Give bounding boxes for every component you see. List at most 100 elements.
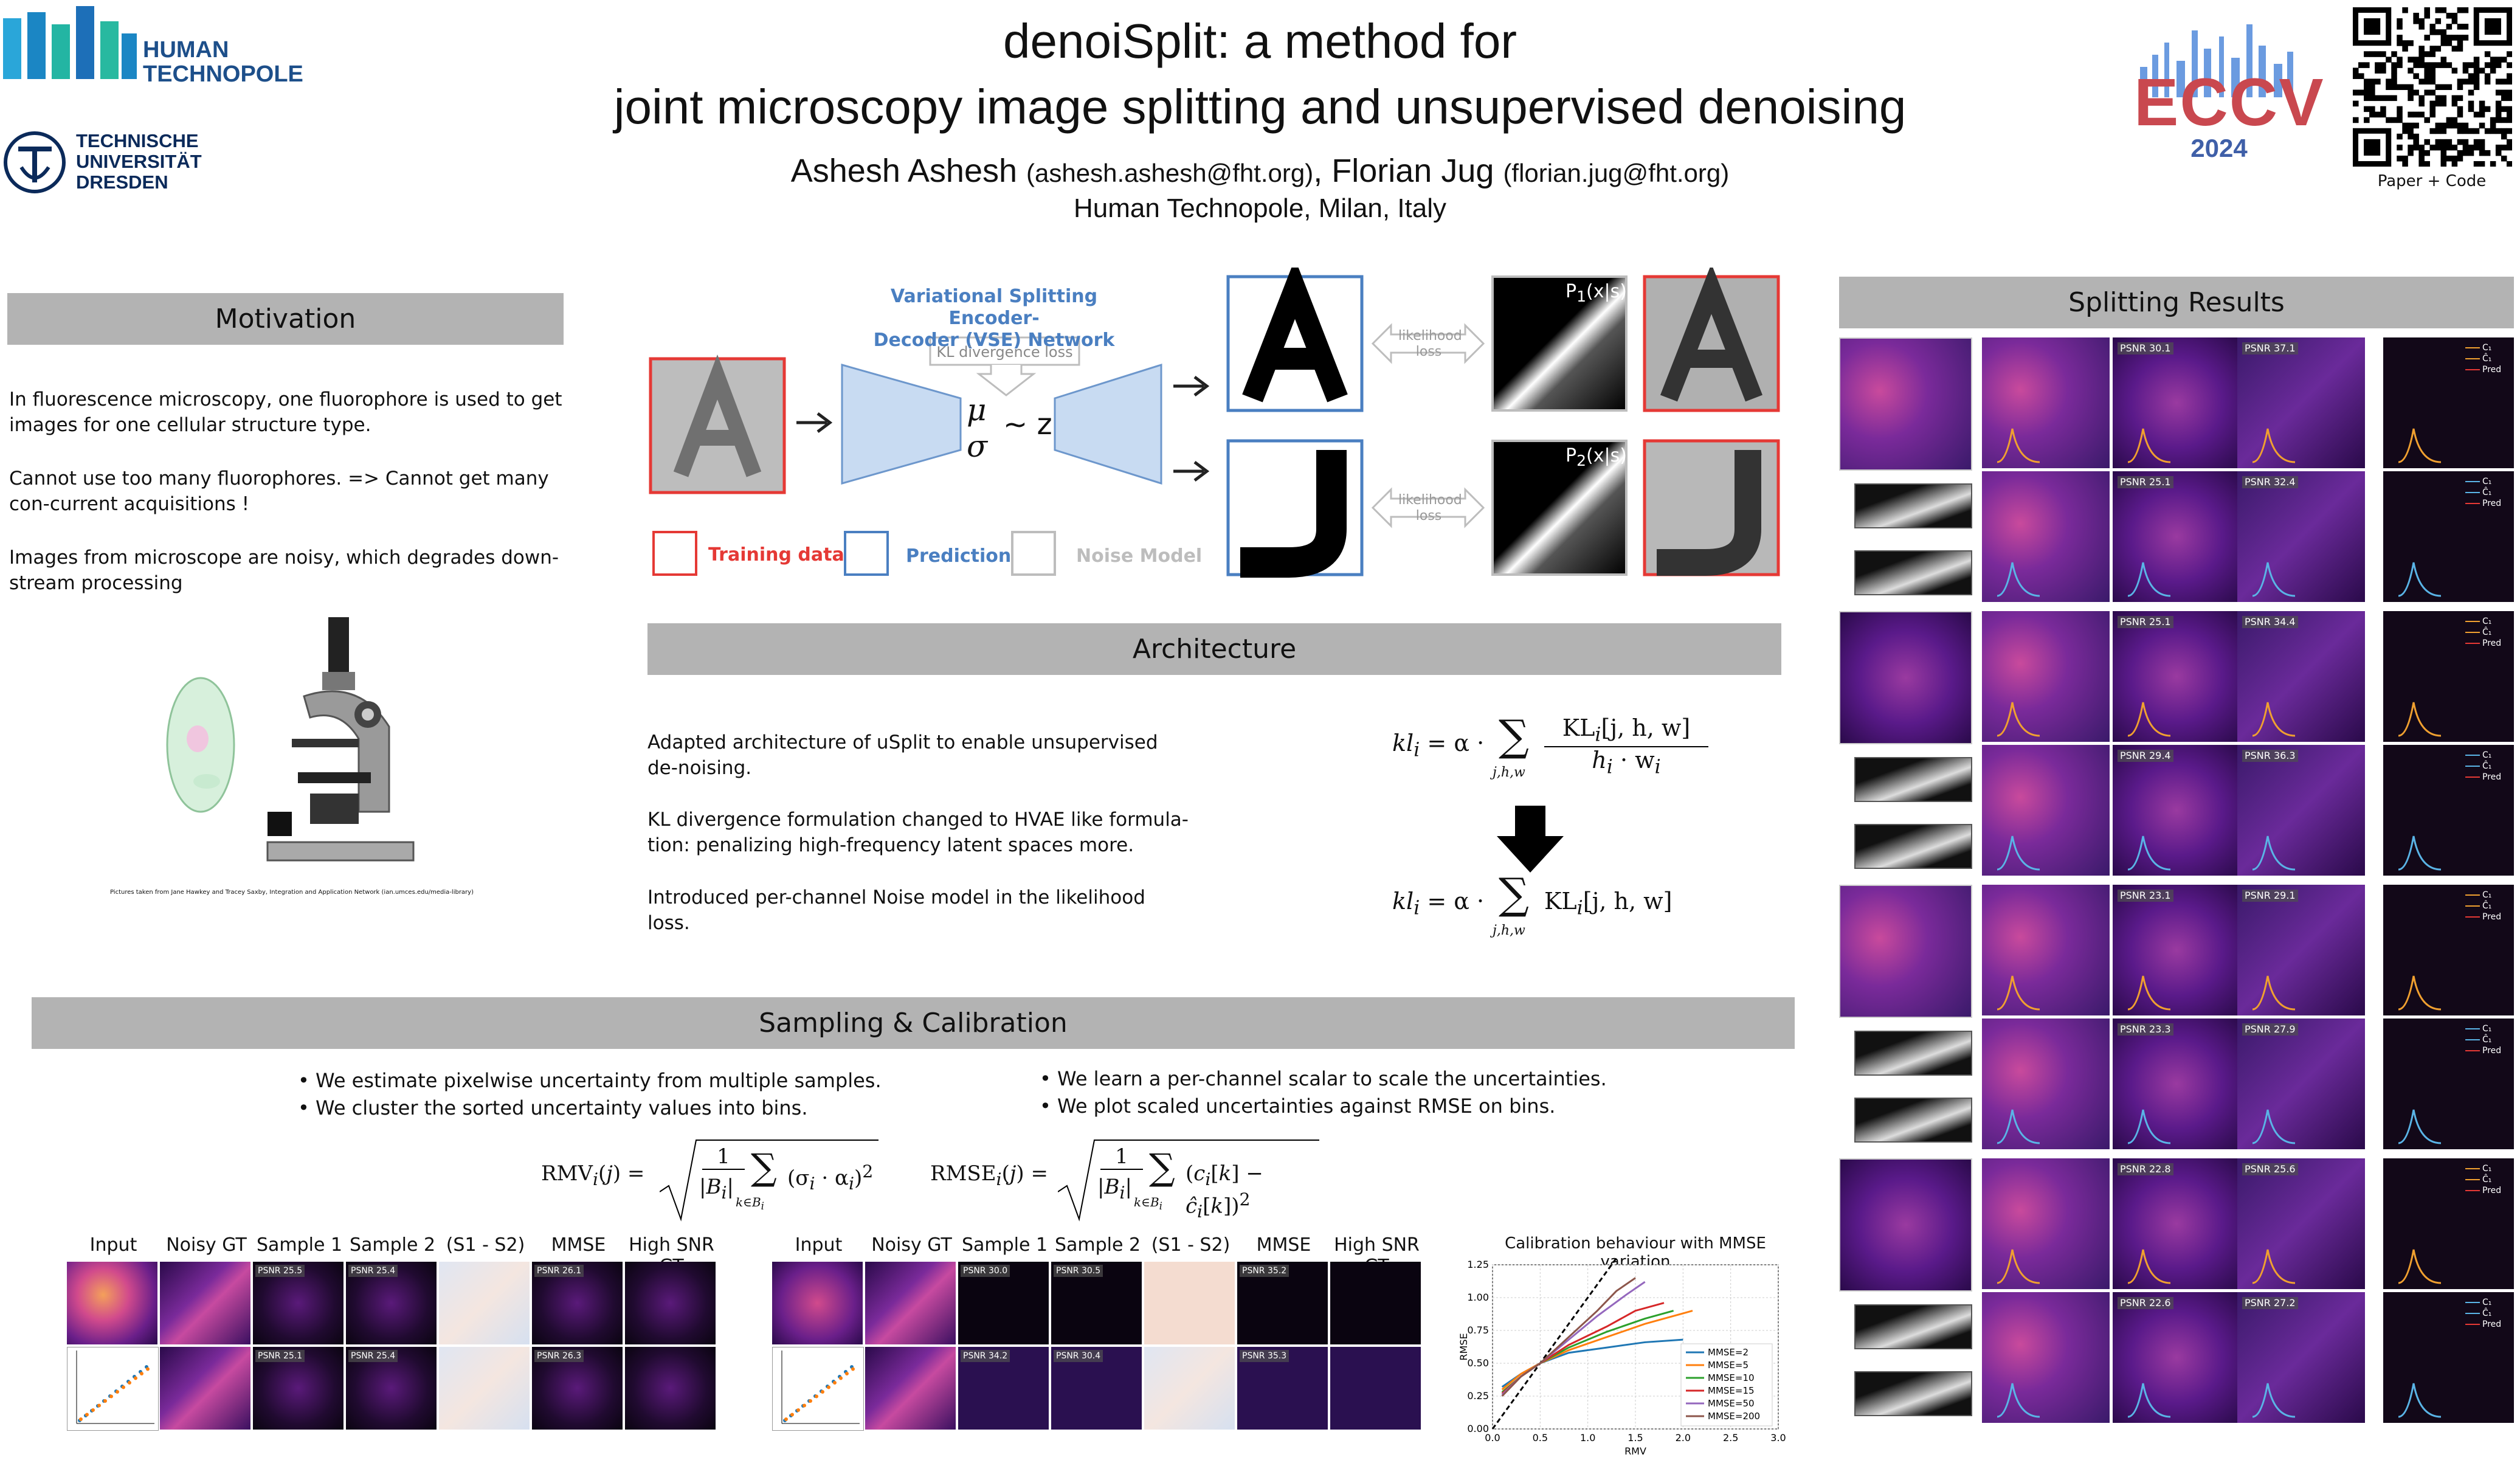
intensity-curve	[2249, 556, 2298, 601]
psnr-badge: PSNR 25.4	[348, 1265, 398, 1277]
histogram-inset	[1854, 550, 1972, 595]
author1-email[interactable]: (ashesh.ashesh@fht.org)	[1026, 159, 1314, 187]
split-result-panel	[2383, 745, 2514, 876]
tu-line3: DRESDEN	[76, 171, 168, 193]
split-result-panel	[2237, 611, 2365, 742]
sample-col-header: Input	[795, 1234, 843, 1256]
p1-label: P1(x|s)	[1566, 281, 1627, 305]
reference-line	[1491, 1257, 1617, 1430]
vse-title: Variational Splitting Encoder- Decoder (…	[863, 286, 1125, 351]
intensity-curve	[2249, 696, 2298, 741]
sampling-bullet-4: • We plot scaled uncertainties against R…	[1040, 1095, 1556, 1118]
split-result-panel	[2237, 337, 2365, 468]
eq1-den: h	[1592, 747, 1607, 773]
poster-title-line1: denoiSplit: a method for	[1003, 14, 1517, 68]
psnr-badge: PSNR 36.3	[2242, 750, 2298, 762]
intensity-curve	[2125, 830, 2173, 875]
split-result-panel	[2383, 611, 2514, 742]
kl-equation-1: kli = α · ∑ j,h,w KLi[j, h, w] hi · wi	[1392, 711, 1708, 790]
intensity-curve	[2125, 696, 2173, 741]
intensity-curve	[1994, 970, 2043, 1015]
split-result-panel	[1982, 611, 2110, 742]
sample-image-panel	[439, 1262, 530, 1344]
logo-tu-dresden: TECHNISCHE UNIVERSITÄT DRESDEN	[3, 131, 258, 198]
psnr-badge: PSNR 25.1	[2118, 616, 2173, 628]
series-line	[1501, 1310, 1693, 1391]
author2-email[interactable]: (florian.jug@fht.org)	[1503, 159, 1730, 187]
affiliation: Human Technopole, Milan, Italy	[1073, 193, 1447, 223]
split-result-panel	[2383, 1292, 2514, 1423]
intensity-curve	[2125, 1243, 2173, 1288]
split-result-panel	[2113, 1292, 2240, 1423]
motivation-p2: Cannot use too many fluorophores. => Can…	[9, 468, 549, 515]
psnr-badge: PSNR 34.4	[2242, 616, 2298, 628]
calibration-inset-chart	[67, 1347, 159, 1431]
intensity-curve	[2125, 556, 2173, 601]
psnr-badge: PSNR 35.2	[1240, 1265, 1289, 1277]
motivation-heading: Motivation	[7, 293, 564, 345]
intensity-curve	[1994, 556, 2043, 601]
sample-col-header: High SNR GT	[629, 1234, 714, 1277]
histogram-inset	[1854, 1098, 1972, 1143]
split-result-panel	[1982, 885, 2110, 1015]
vse-title-line1: Variational Splitting Encoder-	[890, 286, 1098, 329]
histogram-inset	[1854, 824, 1972, 869]
sample-col-header: MMSE	[551, 1234, 606, 1256]
x-tick-label: 3.0	[1770, 1432, 1786, 1444]
split-result-panel	[2113, 471, 2240, 602]
psnr-badge: PSNR 30.4	[1054, 1350, 1103, 1362]
psnr-badge: PSNR 37.1	[2242, 342, 2298, 355]
psnr-badge: PSNR 25.6	[2242, 1163, 2298, 1175]
psnr-badge: PSNR 30.5	[1054, 1265, 1103, 1277]
down-arrow-icon	[1497, 806, 1564, 875]
split-result-panel	[2113, 885, 2240, 1015]
intensity-curve	[2395, 1377, 2444, 1422]
likelihood-loss-1: likelihood loss	[1398, 328, 1462, 359]
intensity-curve	[2249, 1243, 2298, 1288]
qr-caption: Paper + Code	[2377, 172, 2487, 190]
intensity-curve	[2249, 830, 2298, 875]
rmse-equation: RMSEi(j) = 1 |Bi| ∑ k∈Bi (ci[k] − ĉi[k])…	[930, 1137, 1319, 1222]
psnr-badge: PSNR 23.1	[2118, 890, 2173, 902]
series-line	[1501, 1277, 1636, 1397]
logo-human-technopole: HUMAN TECHNOPOLE	[3, 6, 343, 86]
sample-col-header: Sample 1	[256, 1234, 343, 1256]
sample-image-panel	[160, 1347, 250, 1430]
qr-code-icon	[2353, 7, 2513, 167]
qr-code[interactable]	[2353, 7, 2513, 167]
psnr-badge: PSNR 26.1	[534, 1265, 584, 1277]
split-result-panel	[2237, 471, 2365, 602]
architecture-p1: Adapted architecture of uSplit to enable…	[647, 732, 1158, 779]
split-result-panel	[2237, 745, 2365, 876]
intensity-curve	[2249, 970, 2298, 1015]
eq2-rest: [j, h, w]	[1583, 888, 1673, 915]
intensity-curve	[1994, 696, 2043, 741]
eccv-text: ECCV	[2134, 65, 2325, 140]
split-result-panel	[1982, 1019, 2110, 1149]
eq1-lhs: kl	[1392, 730, 1414, 756]
splitting-heading: Splitting Results	[1839, 277, 2514, 328]
sample-col-header: Sample 2	[349, 1234, 436, 1256]
kl-loss-label: KL divergence loss	[936, 344, 1073, 361]
image-credit: Pictures taken from Jane Hawkey and Trac…	[109, 889, 474, 896]
eq1-num: KL	[1562, 714, 1595, 741]
legend-label: MMSE=5	[1708, 1360, 1748, 1371]
ht-logo-line1: HUMAN	[143, 37, 229, 63]
sample-image-panel	[865, 1347, 956, 1430]
x-tick-label: 2.5	[1723, 1432, 1738, 1444]
x-tick-label: 2.0	[1676, 1432, 1691, 1444]
sample-image-panel	[865, 1262, 956, 1344]
x-tick-label: 0.0	[1485, 1432, 1500, 1444]
psnr-badge: PSNR 22.8	[2118, 1163, 2173, 1175]
p1-letter: P	[1566, 281, 1577, 302]
legend-prediction: Prediction	[906, 545, 1012, 567]
psnr-badge: PSNR 29.1	[2242, 890, 2298, 902]
tu-dresden-logo-icon	[4, 131, 66, 193]
network-diagram: Variational Splitting Encoder- Decoder (…	[644, 258, 1787, 590]
